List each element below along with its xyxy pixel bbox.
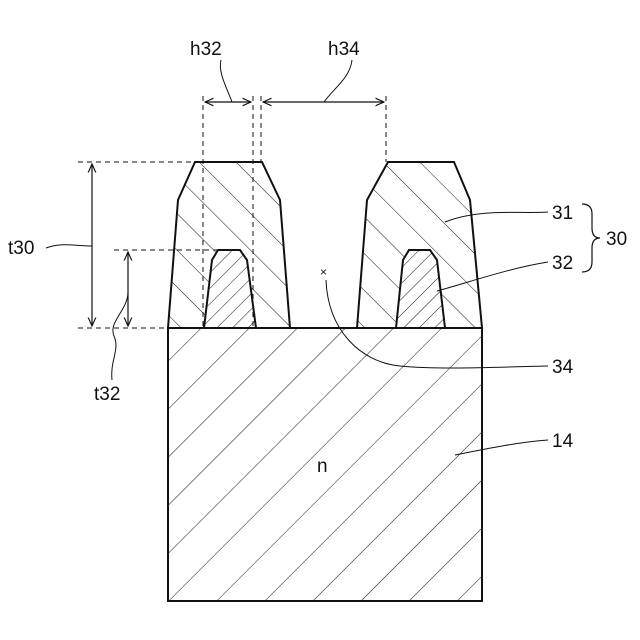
label-n: n: [317, 456, 328, 477]
x-mark: ×: [320, 265, 327, 279]
t30-leader: [46, 245, 92, 248]
label-31: 31: [552, 203, 573, 224]
label-t30: t30: [8, 238, 34, 259]
h32-leader: [220, 60, 232, 102]
label-30: 30: [606, 229, 627, 250]
label-14: 14: [552, 431, 574, 452]
label-34: 34: [552, 357, 574, 378]
label-t32: t32: [94, 384, 120, 405]
t32-leader: [112, 292, 128, 380]
left-core-layer-32-hatch: [204, 250, 256, 328]
label-32: 32: [552, 253, 573, 274]
right-core-layer-32-hatch: [396, 250, 445, 328]
h34-leader: [324, 60, 352, 102]
brace-30: [582, 204, 600, 272]
label-h34: h34: [328, 39, 360, 60]
label-h32: h32: [190, 39, 222, 60]
